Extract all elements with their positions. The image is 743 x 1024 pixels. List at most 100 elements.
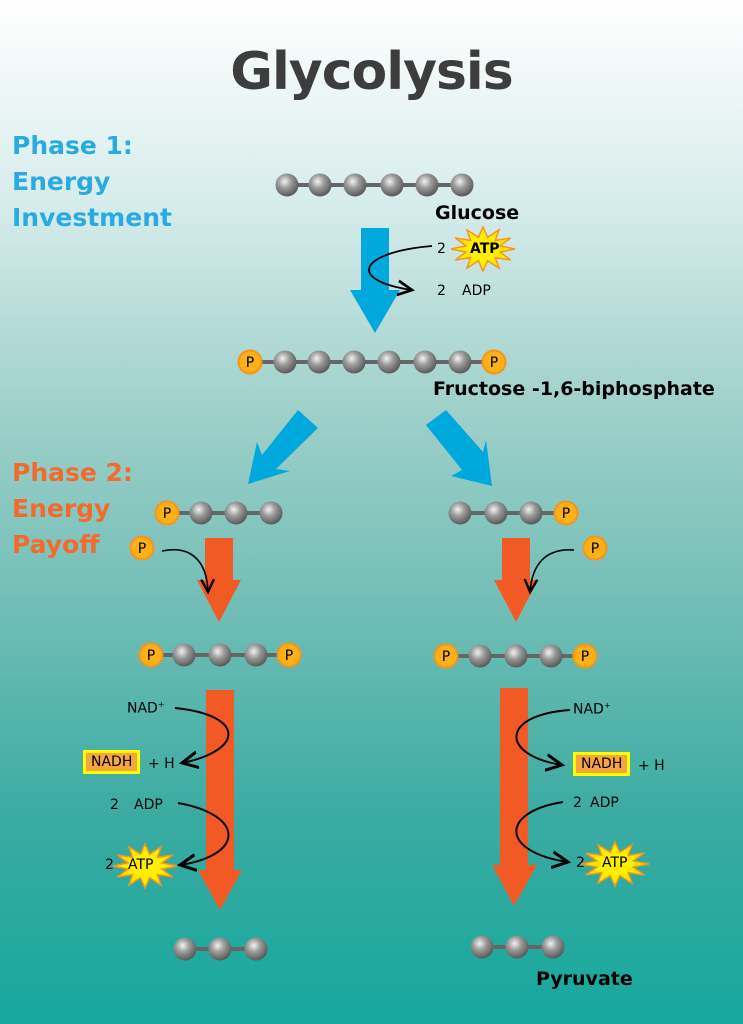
phosphate-group xyxy=(237,349,263,375)
left-atp-label: ATP xyxy=(128,857,154,873)
carbon-atom xyxy=(519,501,543,525)
left-nad-curve-arrow xyxy=(174,707,230,763)
glucose-label: Glucose xyxy=(435,202,520,224)
atp-count: 2 xyxy=(437,241,446,257)
right-adp-count: 2 xyxy=(573,795,582,811)
phosphate-label: P xyxy=(246,355,254,371)
right-adp-label: ADP xyxy=(590,795,619,811)
right-free-phosphate: P xyxy=(582,535,608,561)
phosphate-group xyxy=(154,500,180,526)
right-atp-label: ATP xyxy=(602,855,628,871)
left-phosphorylation-arrow xyxy=(197,538,241,622)
carbon-atom xyxy=(504,644,528,668)
adp-label: ADP xyxy=(462,283,491,299)
phase2-right-split-arrow xyxy=(426,410,492,486)
carbon-atom xyxy=(450,173,474,197)
phosphate-group xyxy=(433,643,459,669)
nad-text: NAD xyxy=(127,700,158,717)
right-phosphate-curve-arrow xyxy=(530,549,575,592)
glucose-molecule xyxy=(275,173,474,197)
right-payoff-arrow xyxy=(492,688,537,906)
right-nadh-box: NADH xyxy=(573,752,631,776)
carbon-atom xyxy=(189,501,213,525)
phosphate-label: P xyxy=(163,506,171,522)
left-g3p-molecule: P xyxy=(154,500,283,526)
carbon-atom xyxy=(273,350,297,374)
phosphate-label: P xyxy=(490,355,498,371)
carbon-atom xyxy=(342,350,366,374)
phosphate-label: P xyxy=(147,648,155,664)
carbon-atom xyxy=(307,350,331,374)
phosphate-label: P xyxy=(138,541,146,557)
left-phosphate-curve-arrow xyxy=(161,549,208,592)
left-free-phosphate: P xyxy=(129,535,155,561)
left-adp-label: ADP xyxy=(134,797,163,813)
phase-2-line3: Payoff xyxy=(12,530,100,559)
carbon-atom xyxy=(448,501,472,525)
carbon-atom xyxy=(468,644,492,668)
left-atp-count: 2 xyxy=(105,857,114,873)
carbon-atom xyxy=(415,173,439,197)
phase-1-line3: Investment xyxy=(12,203,172,232)
phosphate-group xyxy=(138,642,164,668)
phosphate-group xyxy=(582,535,608,561)
carbon-atom xyxy=(448,350,472,374)
carbon-atom xyxy=(172,643,196,667)
carbon-atom xyxy=(377,350,401,374)
carbon-atom xyxy=(208,643,232,667)
left-pyruvate-molecule xyxy=(173,937,268,961)
phosphate-group xyxy=(553,500,579,526)
atp-burst-icon xyxy=(580,840,650,888)
left-adp-count: 2 xyxy=(110,797,119,813)
phase1-down-arrow xyxy=(350,228,400,333)
diagram-title: Glycolysis xyxy=(230,42,513,102)
carbon-atom xyxy=(244,643,268,667)
left-h-label: + H xyxy=(148,756,175,772)
phosphate-group xyxy=(572,643,598,669)
phosphate-label: P xyxy=(285,648,293,664)
carbon-atom xyxy=(244,937,268,961)
left-payoff-arrow xyxy=(198,690,242,910)
phosphate-label: P xyxy=(442,649,450,665)
phase-1-heading: Phase 1: Energy Investment xyxy=(12,128,172,236)
phosphate-group xyxy=(129,535,155,561)
phase-2-line2: Energy xyxy=(12,494,111,523)
carbon-atom xyxy=(224,501,248,525)
carbon-atom xyxy=(541,935,565,959)
phosphate-label: P xyxy=(562,506,570,522)
atp-burst-icon xyxy=(112,842,178,890)
phosphate-label: P xyxy=(581,649,589,665)
atp-to-adp-curve-arrow xyxy=(368,245,433,290)
adp-count: 2 xyxy=(437,283,446,299)
phosphate-group xyxy=(481,349,507,375)
nad-text: NAD xyxy=(573,701,604,718)
carbon-atom xyxy=(470,935,494,959)
carbon-atom xyxy=(380,173,404,197)
phase-1-line2: Energy xyxy=(12,167,111,196)
nad-superscript: + xyxy=(157,700,165,709)
carbon-atom xyxy=(308,173,332,197)
left-adp-curve-arrow xyxy=(178,802,230,865)
phase-1-line1: Phase 1: xyxy=(12,131,133,160)
phase2-left-split-arrow xyxy=(248,410,318,484)
right-g3p-molecule: P xyxy=(448,500,579,526)
carbon-atom xyxy=(173,937,197,961)
carbon-atom xyxy=(208,937,232,961)
carbon-atom xyxy=(539,644,563,668)
right-atp-count: 2 xyxy=(576,855,585,871)
carbon-atom xyxy=(259,501,283,525)
left-nad-label: NAD+ xyxy=(127,700,165,717)
right-nad-label: NAD+ xyxy=(573,701,611,718)
right-h-label: + H xyxy=(638,758,665,774)
carbon-atom xyxy=(343,173,367,197)
nad-superscript: + xyxy=(603,701,611,710)
carbon-atom xyxy=(413,350,437,374)
right-nad-curve-arrow xyxy=(515,709,571,765)
atp-burst-icon xyxy=(450,225,516,273)
left-nadh-box: NADH xyxy=(83,750,141,774)
phosphate-label: P xyxy=(591,541,599,557)
atp-label: ATP xyxy=(470,241,500,257)
